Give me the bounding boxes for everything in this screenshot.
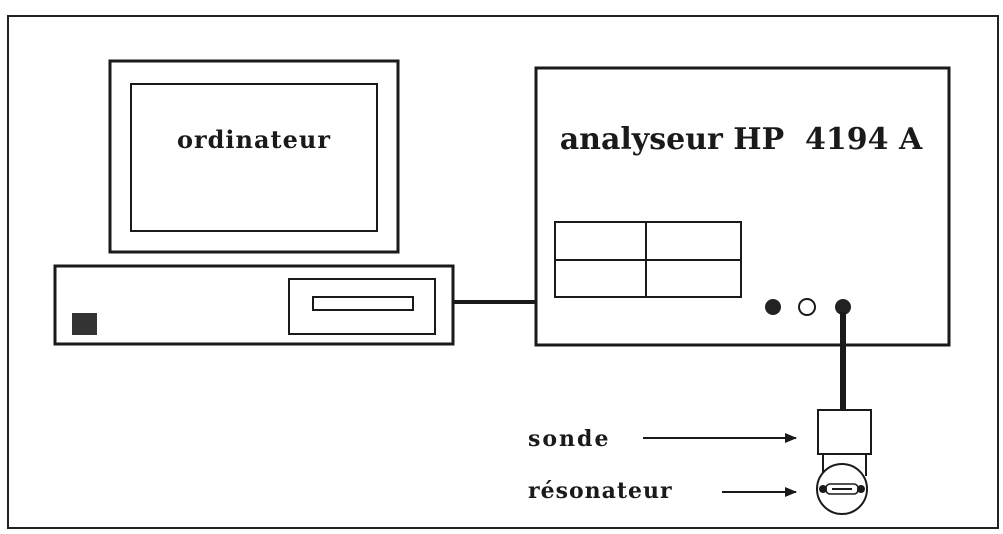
resonator-clip-right bbox=[857, 485, 865, 493]
computer-label: ordinateur bbox=[177, 125, 331, 154]
drive-slot bbox=[312, 296, 414, 311]
diagram-frame bbox=[7, 15, 999, 529]
resonator-label: résonateur bbox=[528, 478, 673, 504]
monitor-screen bbox=[130, 83, 378, 232]
resonator bbox=[816, 463, 868, 515]
resonator-clip-left bbox=[819, 485, 827, 493]
analyzer-body bbox=[534, 66, 951, 347]
computer: ordinateur bbox=[53, 59, 455, 346]
probe-label: sonde bbox=[528, 426, 610, 452]
analyzer-label: analyseur HP 4194 A bbox=[560, 122, 923, 157]
power-button bbox=[72, 313, 97, 335]
connector-middle bbox=[798, 298, 816, 316]
connector-right bbox=[835, 299, 851, 315]
probe bbox=[817, 409, 872, 455]
analyzer: analyseur HP 4194 A bbox=[534, 66, 951, 347]
connector-left bbox=[765, 299, 781, 315]
